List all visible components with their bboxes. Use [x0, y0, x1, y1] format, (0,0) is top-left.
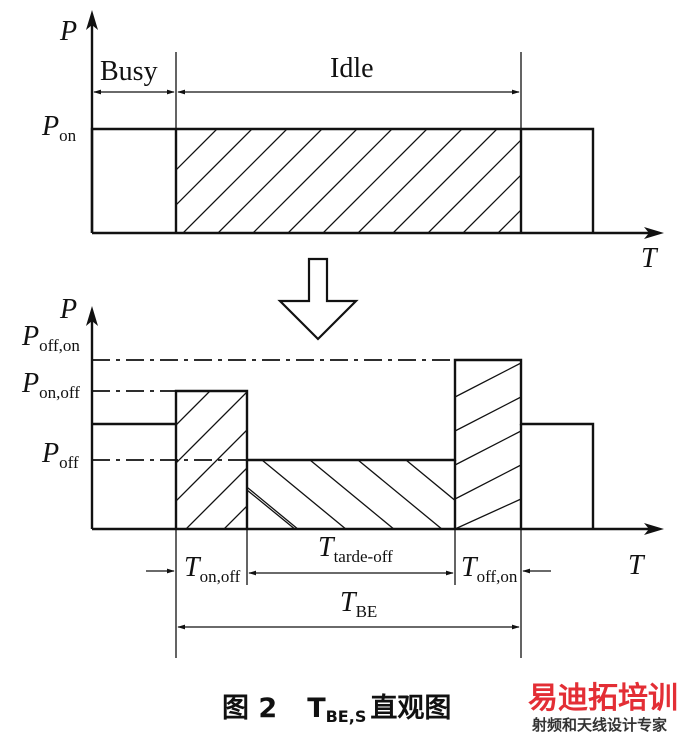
top-x-axis-label: T [641, 243, 659, 274]
top-panel: P T Busy Idle Pon [41, 10, 664, 274]
on-off-hatch [176, 391, 247, 529]
busy-label: Busy [100, 56, 158, 87]
bottom-x-axis-label: T [628, 550, 646, 581]
p-off-label: Poff [41, 438, 79, 472]
t-on-off-label: Ton,off [184, 552, 241, 586]
watermark: 易迪拓培训 射频和天线设计专家 [528, 681, 678, 734]
transform-arrow-icon [277, 257, 359, 341]
bottom-x-axis-arrowhead [644, 523, 664, 535]
bottom-y-axis-label: P [59, 294, 77, 325]
bottom-y-axis-arrowhead [86, 306, 98, 326]
t-off-on-label: Toff,on [461, 552, 518, 586]
p-on-off-label: Pon,off [21, 368, 80, 402]
p-on-label: Pon [41, 111, 77, 145]
t-be-label: TBE [340, 587, 377, 621]
bottom-panel: P T Poff,on Pon,off Poff Ton,off Ttarde-… [21, 294, 664, 658]
watermark-brand: 易迪拓培训 [528, 681, 678, 716]
tarde-off-hatch [247, 460, 455, 529]
bottom-power-profile [92, 358, 595, 529]
idle-label: Idle [330, 53, 374, 84]
p-off-on-label: Poff,on [21, 321, 80, 355]
top-y-axis-label: P [59, 16, 77, 47]
top-idle-hatch [176, 129, 521, 233]
t-tarde-off-label: Ttarde-off [318, 532, 393, 566]
top-power-profile [90, 127, 595, 233]
watermark-tagline: 射频和天线设计专家 [531, 716, 667, 734]
top-x-axis-arrowhead [644, 227, 664, 239]
top-y-axis-arrowhead [86, 10, 98, 30]
off-on-hatch [455, 362, 521, 529]
